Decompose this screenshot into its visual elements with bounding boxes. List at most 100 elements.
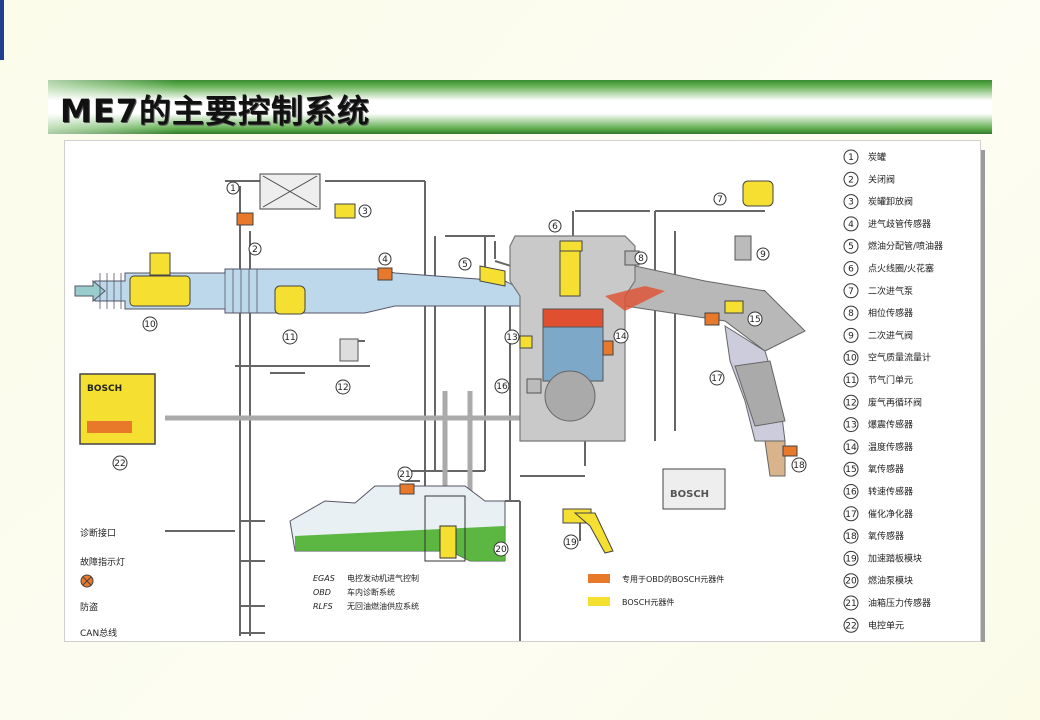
corner-accent bbox=[0, 0, 4, 60]
svg-text:16: 16 bbox=[496, 382, 508, 392]
legend-number bbox=[843, 327, 859, 343]
svg-text:3: 3 bbox=[362, 207, 368, 217]
svg-text:21: 21 bbox=[399, 470, 410, 480]
svg-text:9: 9 bbox=[760, 250, 766, 260]
legend-number bbox=[843, 261, 859, 276]
legend-number bbox=[843, 216, 859, 232]
fuel-pump bbox=[439, 525, 457, 559]
svg-text:15: 15 bbox=[749, 315, 760, 325]
svg-text:8: 8 bbox=[638, 254, 644, 264]
legend-item-label: 关闭阀 bbox=[868, 173, 895, 185]
legend-item-label: 进气歧管传感器 bbox=[868, 218, 931, 230]
diag-port-label: 诊断接口 bbox=[80, 527, 116, 539]
legend-item-label: 空气质量流量计 bbox=[868, 352, 931, 364]
legend-number bbox=[843, 506, 859, 522]
legend-item-label: 电控单元 bbox=[868, 619, 904, 631]
legend-number-text: 12 bbox=[845, 398, 856, 408]
catalytic-converter-body bbox=[734, 360, 786, 427]
abbreviations: EGAS 电控发动机进气控制 OBD 车内诊断系统 RLFS 无回油燃油供应系统 bbox=[313, 573, 419, 611]
fault-lamp-label: 故障指示灯 bbox=[80, 556, 125, 568]
svg-text:10: 10 bbox=[144, 320, 156, 330]
legend-number-text: 2 bbox=[848, 175, 854, 185]
svg-text:RLFS: RLFS bbox=[313, 602, 333, 611]
legend-item-label: 转速传感器 bbox=[868, 486, 913, 498]
legend-number bbox=[843, 283, 859, 299]
legend-item-label: 废气再循环阀 bbox=[868, 396, 922, 408]
legend-number-text: 3 bbox=[848, 198, 854, 208]
legend-number bbox=[843, 372, 859, 388]
legend-item-label: 加速踏板模块 bbox=[868, 552, 922, 564]
title-bar: ME7的主要控制系统 bbox=[48, 80, 992, 134]
legend-item-label: 二次进气阀 bbox=[868, 329, 913, 341]
legend-number bbox=[843, 350, 859, 366]
legend-number-text: 4 bbox=[848, 220, 854, 230]
page-title: ME7的主要控制系统 bbox=[60, 92, 370, 130]
legend-item-label: 油箱压力传感器 bbox=[868, 597, 931, 609]
legend-number-text: 10 bbox=[845, 354, 857, 364]
legend-number bbox=[843, 573, 859, 589]
legend-number bbox=[843, 171, 859, 187]
legend-number bbox=[843, 417, 859, 433]
can-bus-label: CAN总线 bbox=[80, 627, 117, 639]
legend-number bbox=[843, 461, 859, 477]
legend-number-text: 14 bbox=[845, 443, 857, 453]
ecu-brand: BOSCH bbox=[87, 384, 122, 394]
svg-text:17: 17 bbox=[711, 374, 722, 384]
svg-text:6: 6 bbox=[552, 222, 558, 232]
svg-text:22: 22 bbox=[114, 459, 125, 469]
legend-number bbox=[843, 595, 859, 611]
battery-brand: BOSCH bbox=[670, 489, 709, 500]
legend-number-text: 15 bbox=[845, 465, 856, 475]
svg-text:12: 12 bbox=[337, 383, 348, 393]
legend-item-label: 燃油泵模块 bbox=[868, 575, 913, 587]
bosch-components bbox=[129, 180, 774, 524]
legend-number-text: 16 bbox=[845, 488, 857, 498]
legend-item-label: 氧传感器 bbox=[868, 463, 904, 475]
svg-text:13: 13 bbox=[506, 333, 517, 343]
legend-number-text: 20 bbox=[845, 577, 857, 587]
battery bbox=[662, 468, 726, 510]
legend-number bbox=[843, 484, 859, 499]
svg-text:14: 14 bbox=[615, 332, 627, 342]
legend-item-label: 氧传感器 bbox=[868, 530, 904, 542]
legend-number-text: 8 bbox=[848, 309, 854, 319]
svg-text:无回油燃油供应系统: 无回油燃油供应系统 bbox=[347, 601, 419, 611]
legend-number bbox=[843, 439, 859, 455]
component-markers: 1 2 3 4 5 6 7 8 9 10 11 12 13 14 15 16 1… bbox=[112, 181, 807, 557]
svg-text:电控发动机进气控制: 电控发动机进气控制 bbox=[347, 573, 419, 583]
accelerator-pedal bbox=[573, 512, 614, 554]
legend-number bbox=[843, 617, 859, 633]
legend-number-text: 21 bbox=[845, 599, 856, 609]
legend-number-text: 13 bbox=[845, 421, 856, 431]
legend-number bbox=[843, 550, 859, 566]
legend-item-label: 温度传感器 bbox=[868, 441, 913, 453]
legend-item-label: 炭罐 bbox=[868, 151, 886, 163]
bosch-key-label: BOSCH元器件 bbox=[622, 597, 674, 607]
svg-text:5: 5 bbox=[462, 260, 468, 270]
legend-item-label: 催化净化器 bbox=[868, 508, 913, 520]
bosch-key-swatch bbox=[588, 597, 610, 606]
legend-number-text: 7 bbox=[848, 287, 854, 297]
legend-item-label: 节气门单元 bbox=[868, 374, 913, 386]
legend-number-text: 5 bbox=[848, 242, 854, 252]
svg-text:19: 19 bbox=[565, 538, 577, 548]
legend-number-text: 9 bbox=[848, 331, 854, 341]
legend-number-text: 1 bbox=[848, 153, 854, 163]
svg-text:OBD: OBD bbox=[313, 588, 331, 597]
egr-valve bbox=[339, 338, 359, 362]
diagram-frame: BOSCH BOSCH 1 2 3 4 5 6 7 8 9 10 11 12 1… bbox=[64, 140, 981, 642]
crankshaft bbox=[544, 370, 596, 422]
frame-shadow bbox=[979, 150, 985, 642]
legend-number bbox=[843, 305, 859, 321]
obd-components bbox=[236, 212, 798, 495]
legend-number bbox=[843, 194, 859, 210]
svg-text:车内诊断系统: 车内诊断系统 bbox=[347, 587, 395, 597]
legend-item-label: 燃油分配管/喷油器 bbox=[868, 240, 943, 252]
svg-text:EGAS: EGAS bbox=[313, 574, 335, 583]
legend-number-text: 22 bbox=[845, 621, 856, 631]
combustion-chamber bbox=[542, 308, 604, 328]
svg-text:18: 18 bbox=[793, 461, 805, 471]
svg-text:4: 4 bbox=[382, 255, 388, 265]
legend-item-label: 爆震传感器 bbox=[868, 419, 913, 431]
